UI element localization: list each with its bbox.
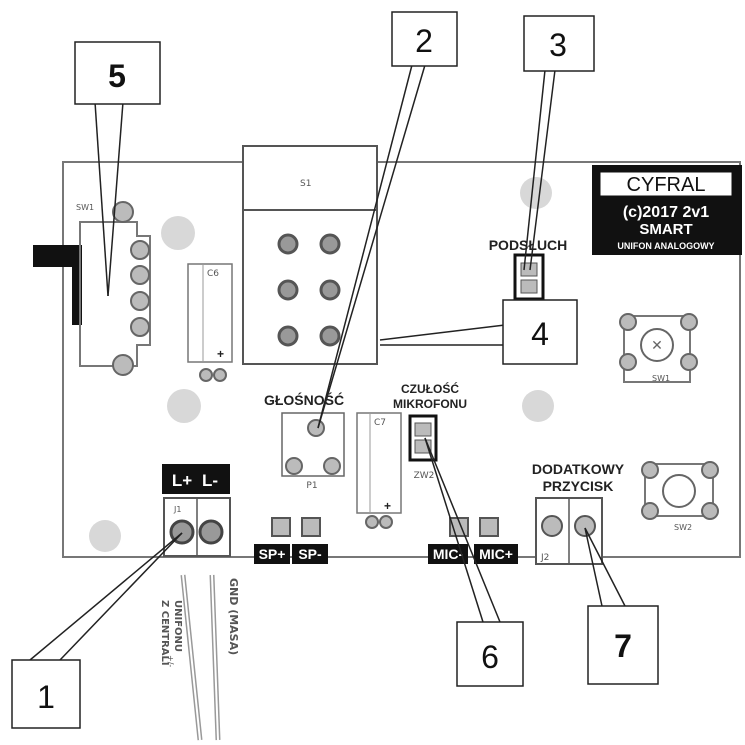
podsluch-pin [520, 279, 538, 294]
mic-plus-bg [474, 544, 518, 564]
sp-pads [271, 517, 321, 537]
c7-designator: C7 [374, 418, 386, 428]
capacitor-c6-outline [187, 263, 233, 363]
wires [180, 574, 221, 741]
logo-brand: CYFRAL [627, 174, 706, 196]
sw-right1-designator: SW1 [652, 374, 670, 383]
callout-box-6: 6 [456, 621, 524, 687]
glosnosc-label: GŁOŚNOŚĆ [264, 391, 344, 408]
callout-box-1: 1 [11, 659, 81, 729]
c6-pads [199, 368, 227, 382]
callout-box-3: 3 [523, 15, 595, 72]
switch-pads [112, 201, 150, 376]
dodatkowy-label-1: DODATKOWY [532, 461, 625, 477]
wire-label-1a: UNIFONU [172, 600, 183, 652]
mic-minus-label: MIC- [433, 546, 464, 562]
mounting-hole [167, 389, 201, 423]
callout-box-4: 4 [502, 299, 578, 365]
callout-4-number: 4 [531, 316, 549, 352]
czulosc-label-1: CZUŁOŚĆ [401, 381, 459, 396]
speaker-s1-pads [277, 233, 341, 347]
sp-plus-bg [254, 544, 290, 564]
c6-designator: C6 [207, 269, 219, 279]
j1-designator: J1 [173, 505, 181, 514]
callout-box-2: 2 [391, 11, 458, 67]
potentiometer-pads [285, 419, 341, 475]
l-minus-label: L- [202, 471, 218, 490]
logo-model: SMART [639, 221, 692, 238]
mounting-hole [520, 177, 552, 209]
c6-plus-sign: + [217, 347, 224, 361]
podsluch-label: PODSŁUCH [489, 237, 568, 253]
logo-brand-box [599, 171, 733, 197]
button-sw2-cap[interactable] [662, 474, 696, 508]
wire-label-1b: Z CENTRALI [159, 600, 170, 666]
callout-7-number: 7 [614, 628, 632, 664]
callout-lines [29, 64, 626, 661]
mic-plus-label: MIC+ [479, 546, 513, 562]
l-plus-label: L+ [172, 471, 192, 490]
podsluch-jumper[interactable] [513, 253, 545, 301]
l-terminal-label-bg [162, 464, 230, 494]
logo-version: (c)2017 2v1 [623, 204, 709, 221]
mic-minus-bg [428, 544, 468, 564]
sw-right2-designator: SW2 [674, 523, 692, 532]
connector-j2-pad [574, 515, 596, 537]
mounting-hole [161, 216, 195, 250]
callout-6-number: 6 [481, 639, 499, 675]
connector-j2-pad [541, 515, 563, 537]
speaker-s1-outline [242, 145, 378, 365]
logo-sub: UNIFON ANALOGOWY [617, 241, 714, 251]
wire-label-prefix: +/- [166, 655, 175, 667]
czulosc-label-2: MIKROFONU [393, 397, 467, 411]
c7-pads [365, 515, 393, 529]
button-sw1-pads [619, 313, 698, 371]
sp-plus-label: SP+ [259, 546, 286, 562]
button-sw1-cap[interactable] [640, 328, 674, 362]
mounting-hole [522, 390, 554, 422]
button-sw2-outline [644, 463, 714, 517]
switch-lever [33, 245, 81, 267]
callout-5-number: 5 [108, 58, 126, 94]
button-sw2-pads [641, 461, 719, 520]
callout-box-7: 7 [587, 605, 659, 685]
callout-3-number: 3 [549, 27, 567, 63]
switch-body [79, 221, 151, 367]
switch-lever-arm [72, 245, 82, 325]
j2-designator: J2 [540, 553, 549, 563]
zw2-designator: ZW2 [414, 471, 435, 481]
button-sw1-outline [623, 315, 691, 383]
wire-label-2: GND (MASA) [227, 578, 240, 655]
p1-designator: P1 [306, 481, 317, 491]
x-icon: ✕ [651, 337, 663, 353]
sp-minus-bg [292, 544, 328, 564]
s1-designator: S1 [300, 179, 311, 189]
capacitor-c7-outline [356, 412, 402, 514]
mounting-hole [89, 520, 121, 552]
callout-2-number: 2 [415, 23, 433, 59]
czulosc-jumper[interactable] [408, 414, 438, 462]
callout-box-5: 5 [74, 41, 161, 105]
sw1-designator: SW1 [76, 203, 94, 212]
czulosc-pin [414, 422, 432, 437]
dodatkowy-label-2: PRZYCISK [543, 478, 614, 494]
connector-j1-pad [198, 519, 224, 545]
sp-minus-label: SP- [298, 546, 322, 562]
c7-plus-sign: + [384, 499, 391, 513]
callout-1-number: 1 [37, 679, 55, 715]
potentiometer-p1 [281, 412, 345, 477]
